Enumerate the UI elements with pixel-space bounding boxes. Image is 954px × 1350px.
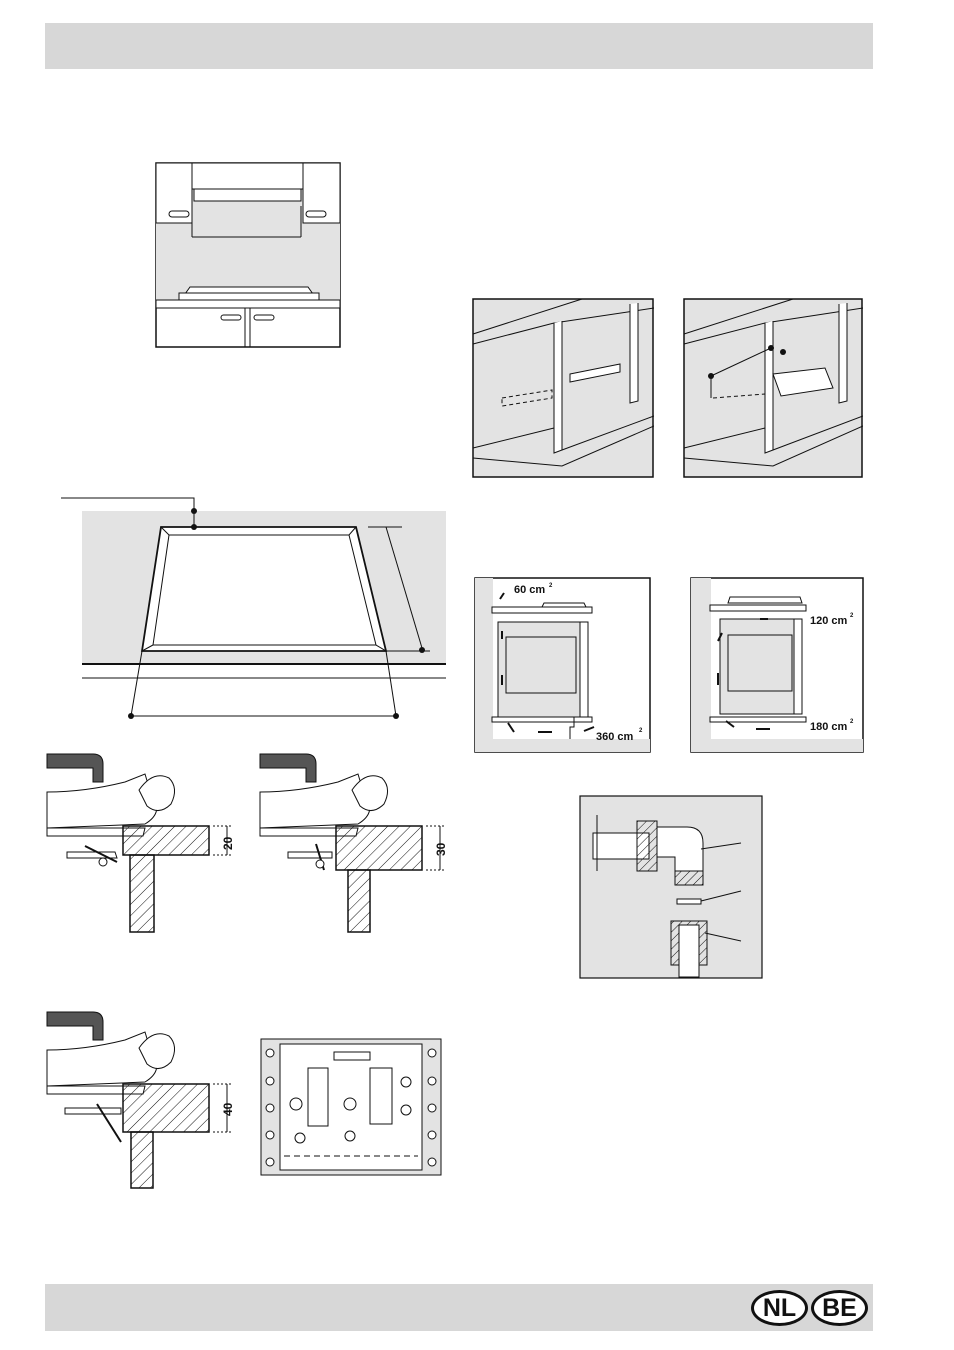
depth-label-30: 30 bbox=[434, 842, 448, 856]
ventilation-built-in-figure: 60 cm 2 360 cm 2 bbox=[474, 577, 651, 753]
depth-label-20: 20 bbox=[221, 836, 235, 850]
footer-band bbox=[45, 1284, 873, 1331]
country-badge-nl: NL bbox=[751, 1290, 808, 1326]
country-badge-be: BE bbox=[811, 1290, 868, 1326]
vent-label-bottom-right: 180 cm bbox=[810, 721, 848, 733]
worktop-section-20-figure: 20 bbox=[45, 752, 245, 934]
cabinet-batten-figure bbox=[472, 298, 654, 478]
gas-connection-figure bbox=[579, 795, 763, 979]
cutout-perspective-figure bbox=[58, 493, 446, 723]
vent-label-bottom-left: 360 cm bbox=[596, 731, 634, 743]
cabinet-shelf-figure bbox=[683, 298, 863, 478]
worktop-section-40-figure: 40 bbox=[45, 1010, 245, 1190]
vent-label-top-right: 120 cm bbox=[810, 615, 848, 627]
header-band bbox=[45, 23, 873, 69]
ventilation-built-in-alt-figure: 120 cm 2 180 cm 2 bbox=[690, 577, 864, 753]
worktop-section-30-figure: 30 bbox=[258, 752, 458, 934]
vent-label-top-left: 60 cm bbox=[514, 584, 545, 596]
kitchen-elevation-figure bbox=[155, 162, 341, 348]
hob-underside-figure bbox=[260, 1038, 442, 1176]
depth-label-40: 40 bbox=[221, 1102, 235, 1116]
